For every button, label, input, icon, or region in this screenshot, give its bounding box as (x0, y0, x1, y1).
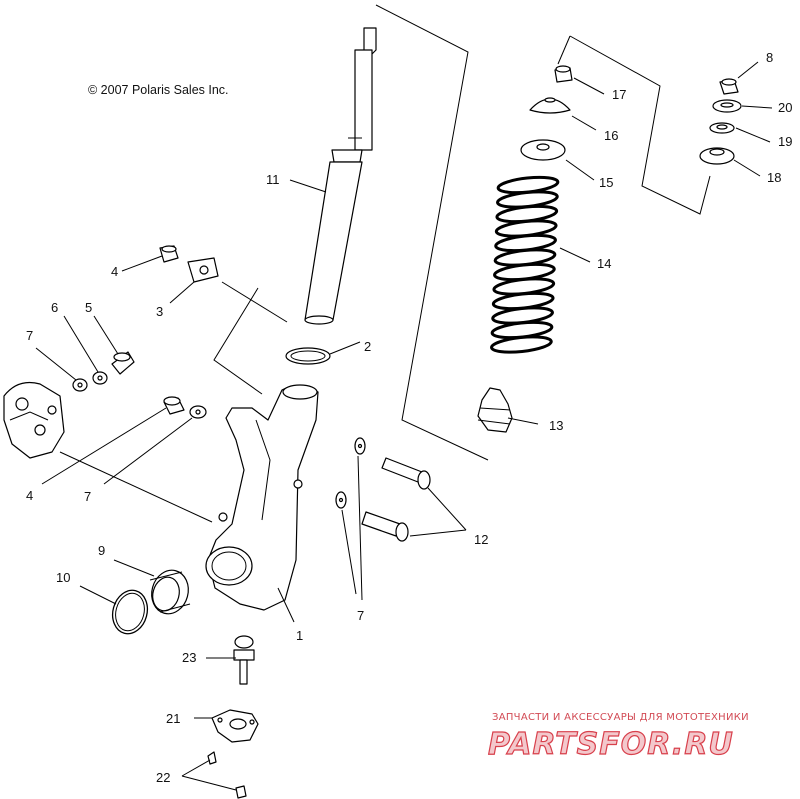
washer-7-upper-part (72, 378, 88, 392)
spring-seat-part (520, 139, 566, 161)
callout-21: 21 (166, 711, 180, 726)
copyright-text: © 2007 Polaris Sales Inc. (88, 83, 229, 97)
watermark-brand: PARTSFOR.RU (488, 727, 734, 762)
callout-14: 14 (597, 256, 611, 271)
washer-7-right-lower-part (335, 491, 347, 509)
bolt-12-lower-part (361, 511, 409, 542)
callout-11: 11 (266, 172, 280, 187)
leader-lines (35, 4, 773, 791)
washer-7-middle-part (189, 405, 207, 419)
callout-19: 19 (778, 134, 792, 149)
washer-7-right-upper-part (354, 437, 366, 455)
callout-22: 22 (156, 770, 170, 785)
nut-17-part (554, 65, 573, 83)
spring-coil (490, 335, 553, 354)
callout-7-right: 7 (357, 608, 364, 623)
callout-20: 20 (778, 100, 792, 115)
callout-3: 3 (156, 304, 163, 319)
shock-strut-part (304, 27, 377, 325)
callout-6: 6 (51, 300, 58, 315)
nut-8-part (719, 78, 739, 95)
nut-4-lower-part (163, 396, 185, 415)
callout-labels: 1 2 3 4 4 5 6 7 7 7 8 9 10 11 12 13 14 1… (26, 50, 792, 785)
bolt-5-part (111, 351, 135, 375)
coil-spring-part (490, 175, 560, 354)
snap-ring-part (111, 589, 149, 635)
o-ring-part (285, 347, 331, 365)
callout-10: 10 (56, 570, 70, 585)
fastener-22-part (207, 751, 247, 799)
callout-16: 16 (604, 128, 618, 143)
bolt-12-upper-part (381, 457, 431, 490)
bushing-18-part (699, 147, 735, 165)
nut-4-upper-part (159, 245, 179, 263)
washer-19-part (709, 122, 735, 134)
callout-23: 23 (182, 650, 196, 665)
watermark: ЗАПЧАСТИ И АКСЕССУАРЫ ДЛЯ МОТОТЕХНИКИ PA… (487, 712, 749, 763)
brake-caliper-part (3, 381, 65, 459)
callout-17: 17 (612, 87, 626, 102)
clip-part (187, 257, 219, 283)
callout-4-lower: 4 (26, 488, 33, 503)
callout-4-upper: 4 (111, 264, 118, 279)
callout-8: 8 (766, 50, 773, 65)
callout-13: 13 (549, 418, 563, 433)
watermark-tagline: ЗАПЧАСТИ И АКСЕССУАРЫ ДЛЯ МОТОТЕХНИКИ (492, 712, 749, 723)
ball-joint-part (233, 635, 255, 685)
bump-stop-part (477, 387, 513, 433)
callout-18: 18 (767, 170, 781, 185)
bearing-part (149, 569, 191, 615)
callout-5: 5 (85, 300, 92, 315)
spindle-knuckle-part (205, 384, 319, 611)
washer-6-part (92, 371, 108, 385)
callout-15: 15 (599, 175, 613, 190)
callout-2: 2 (364, 339, 371, 354)
callout-1: 1 (296, 628, 303, 643)
mount-plate-part (211, 709, 259, 743)
callout-12: 12 (474, 532, 488, 547)
callout-7-upper: 7 (26, 328, 33, 343)
upper-mount-part (529, 97, 571, 114)
callout-7-middle: 7 (84, 489, 91, 504)
washer-20-part (712, 99, 742, 113)
callout-9: 9 (98, 543, 105, 558)
